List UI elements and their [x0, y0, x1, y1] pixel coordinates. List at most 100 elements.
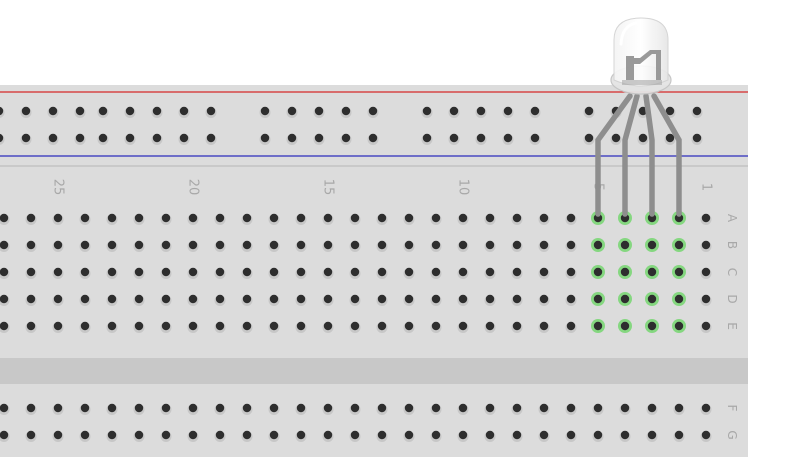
terminal-hole[interactable] — [0, 403, 10, 415]
rail-hole[interactable] — [97, 133, 109, 145]
terminal-hole[interactable] — [268, 240, 280, 252]
terminal-hole[interactable] — [376, 430, 388, 442]
terminal-hole[interactable] — [700, 240, 712, 252]
terminal-hole[interactable] — [430, 240, 442, 252]
terminal-hole[interactable] — [268, 213, 280, 225]
terminal-hole[interactable] — [645, 238, 659, 252]
terminal-hole[interactable] — [538, 240, 550, 252]
terminal-hole[interactable] — [295, 213, 307, 225]
terminal-hole[interactable] — [403, 321, 415, 333]
terminal-hole[interactable] — [160, 267, 172, 279]
terminal-hole[interactable] — [214, 240, 226, 252]
terminal-hole[interactable] — [106, 267, 118, 279]
terminal-hole[interactable] — [618, 238, 632, 252]
terminal-hole[interactable] — [187, 240, 199, 252]
terminal-hole[interactable] — [618, 211, 632, 225]
terminal-hole[interactable] — [376, 403, 388, 415]
terminal-hole[interactable] — [672, 238, 686, 252]
terminal-hole[interactable] — [645, 319, 659, 333]
rail-hole[interactable] — [367, 133, 379, 145]
rail-hole[interactable] — [313, 106, 325, 118]
terminal-hole[interactable] — [538, 321, 550, 333]
terminal-hole[interactable] — [214, 294, 226, 306]
terminal-hole[interactable] — [403, 267, 415, 279]
rail-hole[interactable] — [74, 133, 86, 145]
rail-hole[interactable] — [313, 133, 325, 145]
terminal-hole[interactable] — [0, 240, 10, 252]
terminal-hole[interactable] — [349, 403, 361, 415]
rail-hole[interactable] — [340, 133, 352, 145]
terminal-hole[interactable] — [349, 430, 361, 442]
terminal-hole[interactable] — [457, 403, 469, 415]
terminal-hole[interactable] — [322, 240, 334, 252]
terminal-hole[interactable] — [376, 294, 388, 306]
terminal-hole[interactable] — [672, 292, 686, 306]
terminal-hole[interactable] — [295, 240, 307, 252]
terminal-hole[interactable] — [106, 213, 118, 225]
terminal-hole[interactable] — [133, 430, 145, 442]
rail-hole[interactable] — [367, 106, 379, 118]
terminal-hole[interactable] — [52, 321, 64, 333]
terminal-hole[interactable] — [511, 240, 523, 252]
terminal-hole[interactable] — [133, 294, 145, 306]
terminal-hole[interactable] — [187, 213, 199, 225]
terminal-hole[interactable] — [591, 211, 605, 225]
terminal-hole[interactable] — [214, 403, 226, 415]
terminal-hole[interactable] — [457, 267, 469, 279]
terminal-hole[interactable] — [25, 430, 37, 442]
terminal-hole[interactable] — [430, 430, 442, 442]
rail-hole[interactable] — [475, 106, 487, 118]
terminal-hole[interactable] — [52, 240, 64, 252]
terminal-hole[interactable] — [241, 294, 253, 306]
terminal-hole[interactable] — [79, 240, 91, 252]
terminal-hole[interactable] — [565, 240, 577, 252]
rail-hole[interactable] — [205, 133, 217, 145]
terminal-hole[interactable] — [457, 321, 469, 333]
terminal-hole[interactable] — [241, 240, 253, 252]
terminal-hole[interactable] — [79, 430, 91, 442]
terminal-hole[interactable] — [106, 430, 118, 442]
rail-hole[interactable] — [47, 106, 59, 118]
terminal-hole[interactable] — [565, 321, 577, 333]
rail-hole[interactable] — [529, 106, 541, 118]
terminal-hole[interactable] — [349, 240, 361, 252]
terminal-hole[interactable] — [160, 403, 172, 415]
terminal-hole[interactable] — [322, 213, 334, 225]
terminal-hole[interactable] — [565, 430, 577, 442]
terminal-hole[interactable] — [268, 403, 280, 415]
terminal-hole[interactable] — [79, 213, 91, 225]
terminal-hole[interactable] — [187, 430, 199, 442]
terminal-hole[interactable] — [700, 213, 712, 225]
rail-hole[interactable] — [583, 106, 595, 118]
terminal-hole[interactable] — [52, 294, 64, 306]
terminal-hole[interactable] — [0, 294, 10, 306]
terminal-hole[interactable] — [25, 213, 37, 225]
rail-hole[interactable] — [124, 106, 136, 118]
terminal-hole[interactable] — [133, 213, 145, 225]
terminal-hole[interactable] — [511, 267, 523, 279]
terminal-hole[interactable] — [672, 319, 686, 333]
terminal-hole[interactable] — [700, 403, 712, 415]
terminal-hole[interactable] — [52, 213, 64, 225]
terminal-hole[interactable] — [484, 430, 496, 442]
rail-hole[interactable] — [259, 133, 271, 145]
terminal-hole[interactable] — [619, 403, 631, 415]
terminal-hole[interactable] — [403, 213, 415, 225]
terminal-hole[interactable] — [349, 294, 361, 306]
terminal-hole[interactable] — [79, 267, 91, 279]
terminal-hole[interactable] — [430, 403, 442, 415]
terminal-hole[interactable] — [133, 240, 145, 252]
terminal-hole[interactable] — [591, 292, 605, 306]
terminal-hole[interactable] — [268, 430, 280, 442]
rail-hole[interactable] — [583, 133, 595, 145]
rail-hole[interactable] — [448, 133, 460, 145]
terminal-hole[interactable] — [106, 240, 118, 252]
terminal-hole[interactable] — [25, 321, 37, 333]
terminal-hole[interactable] — [538, 267, 550, 279]
terminal-hole[interactable] — [430, 321, 442, 333]
terminal-hole[interactable] — [619, 430, 631, 442]
terminal-hole[interactable] — [160, 321, 172, 333]
terminal-hole[interactable] — [645, 265, 659, 279]
rail-hole[interactable] — [448, 106, 460, 118]
terminal-hole[interactable] — [295, 267, 307, 279]
